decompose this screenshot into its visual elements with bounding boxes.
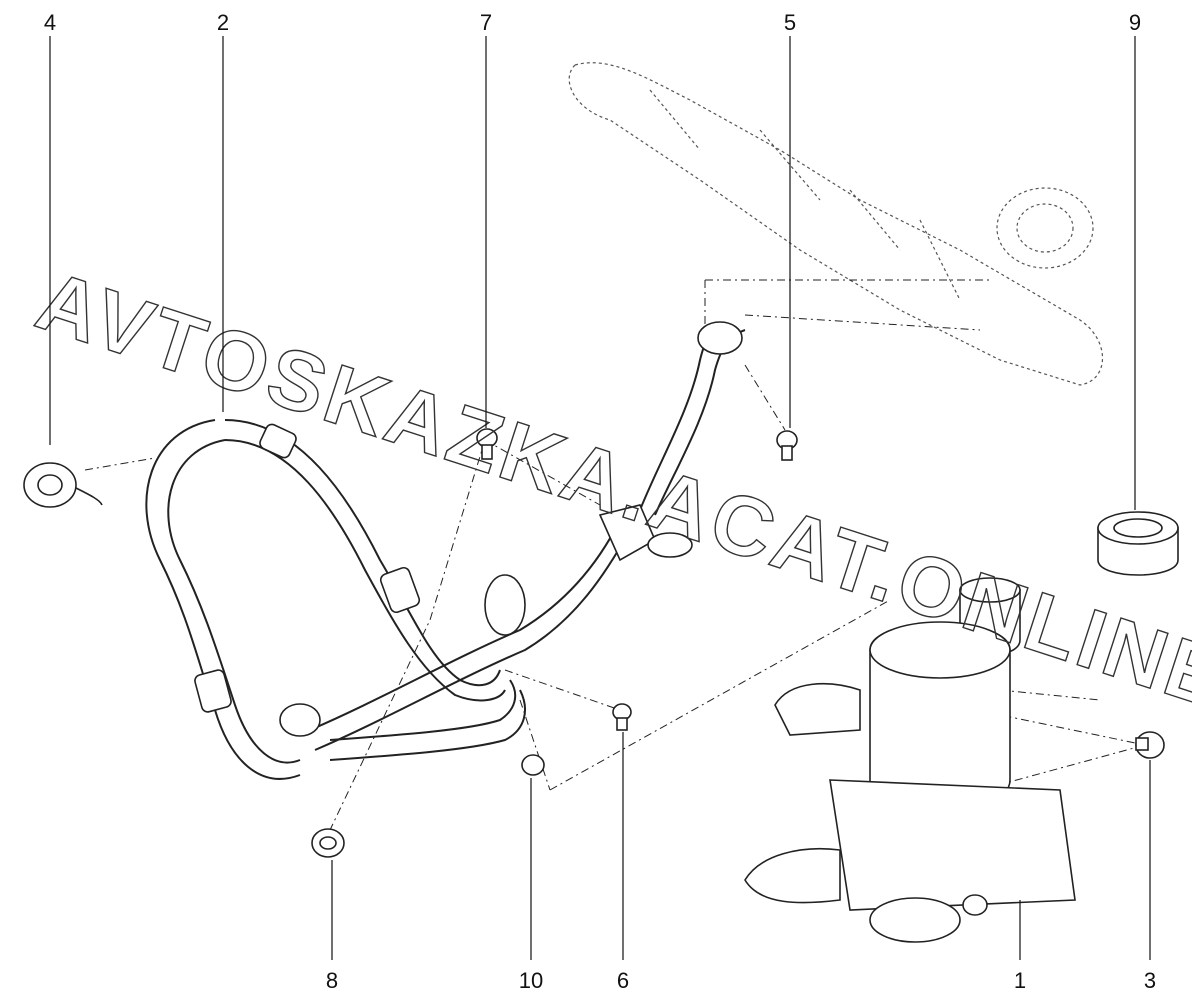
alignment-lines [84, 279, 1146, 831]
callout-9: 9 [1129, 10, 1141, 35]
reservoir-cap-9 [1097, 511, 1179, 576]
clamp-8 [311, 828, 345, 858]
callout-numbers: 4 2 7 5 9 8 10 6 1 3 [44, 10, 1156, 993]
callout-4: 4 [44, 10, 56, 35]
callout-5: 5 [784, 10, 796, 35]
bolt-7 [476, 428, 498, 460]
callout-2: 2 [217, 10, 229, 35]
washer-10 [521, 754, 545, 776]
callout-8: 8 [326, 968, 338, 993]
nut-6 [612, 703, 632, 731]
callout-leaders [49, 36, 1151, 960]
pump-assembly-1 [744, 577, 1076, 943]
steering-rack-ghost [568, 62, 1103, 386]
callout-6: 6 [617, 968, 629, 993]
bolt-5 [776, 430, 798, 461]
callout-3: 3 [1144, 968, 1156, 993]
hose-assembly [145, 321, 746, 780]
callout-10: 10 [519, 968, 543, 993]
callout-7: 7 [480, 10, 492, 35]
callout-1: 1 [1014, 968, 1026, 993]
clamp-4 [23, 462, 103, 508]
clip-3 [1135, 731, 1165, 759]
